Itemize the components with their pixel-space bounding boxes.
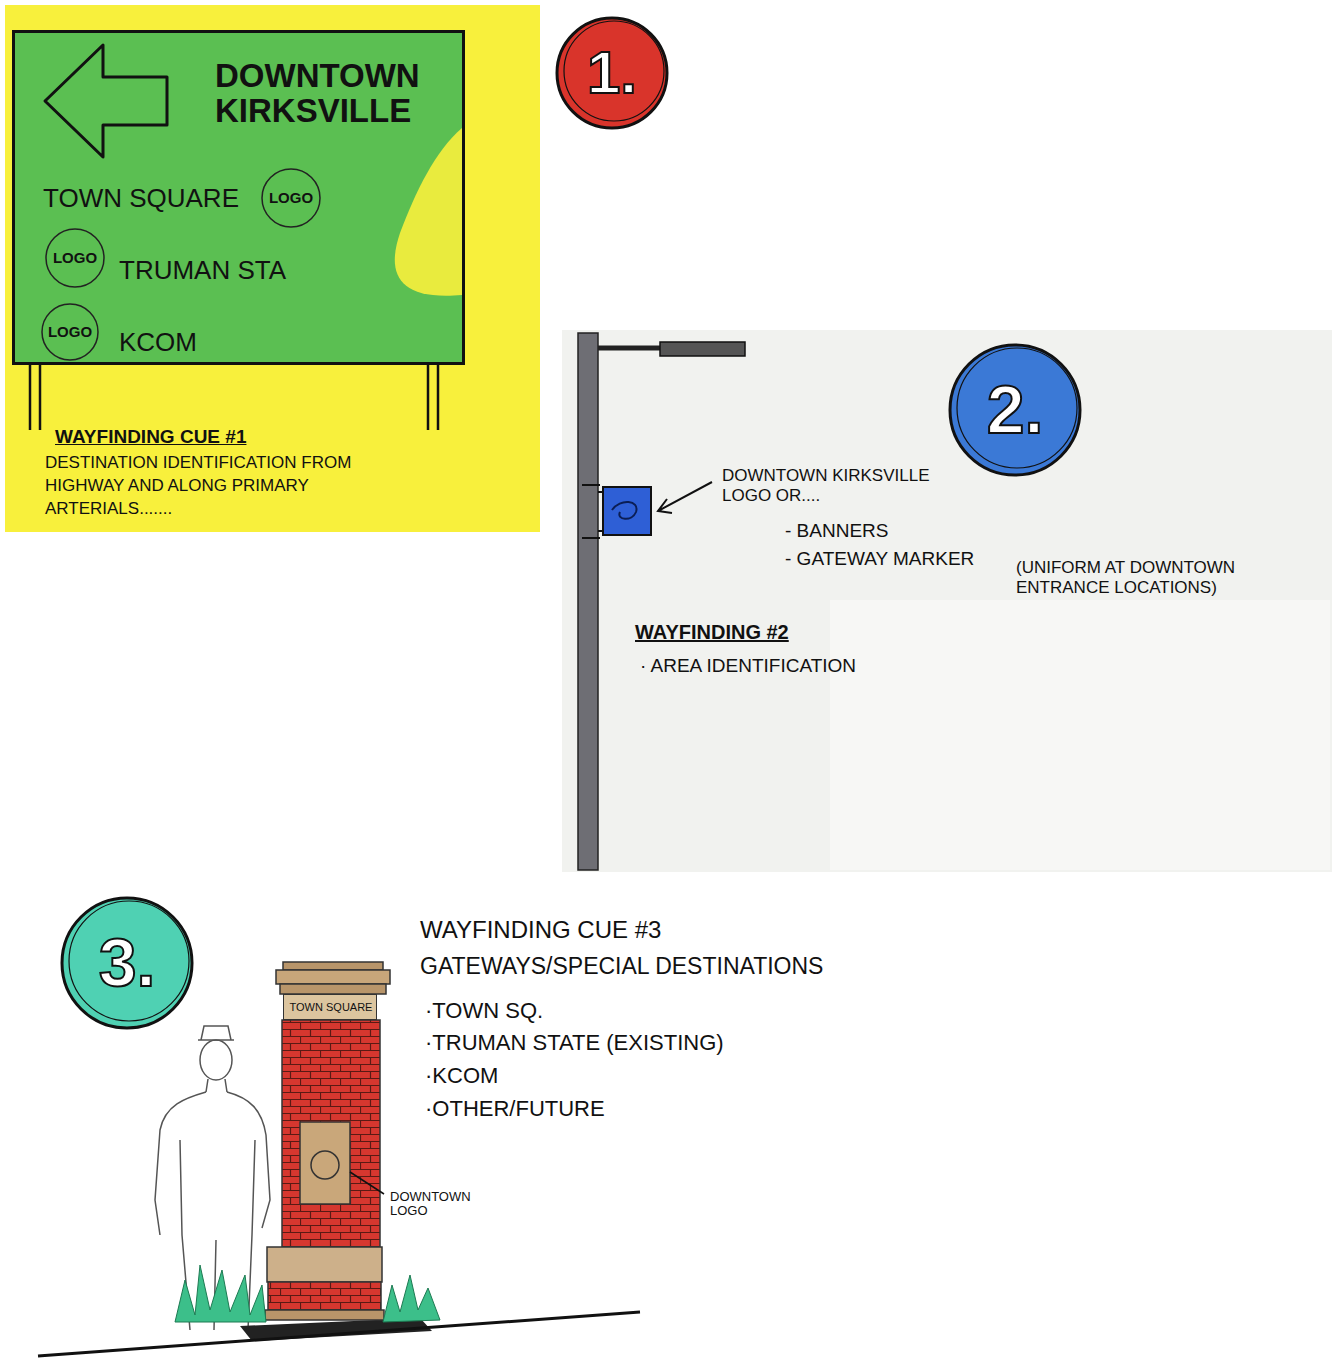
direction-arrow	[45, 45, 167, 157]
shrub	[383, 1275, 440, 1322]
callout-number: 3.	[59, 895, 195, 1031]
logo-text: LOGO	[259, 166, 323, 230]
logo-circle	[311, 1151, 339, 1179]
yellow-ground	[5, 5, 540, 532]
pillar-base	[267, 1247, 382, 1282]
pole-arm	[598, 346, 662, 351]
note-label: GATEWAYS/SPECIAL DESTINATIONS	[420, 953, 823, 981]
note-label: WAYFINDING CUE #1	[55, 426, 246, 449]
destination-sign: DOWNTOWN KIRKSVILLE TOWN SQUARE TRUMAN STA…	[12, 30, 465, 365]
logo-circle: LOGO	[259, 166, 323, 230]
leader-line	[350, 1172, 384, 1194]
pillar-top	[283, 962, 383, 970]
sign-text: TOWN SQUARE	[43, 183, 255, 214]
logo-circle: LOGO	[39, 301, 101, 363]
leader-line	[658, 482, 712, 513]
paper-patch	[830, 600, 1330, 870]
plinth	[265, 1310, 384, 1320]
note-label: ·KCOM	[425, 1063, 498, 1089]
callout-number: 2.	[947, 342, 1083, 478]
shrub	[175, 1265, 266, 1322]
note-label: ·TRUMAN STATE (EXISTING)	[425, 1030, 724, 1056]
sign-text: TRUMAN STA	[119, 255, 359, 286]
note-label: WAYFINDING CUE #3	[420, 916, 661, 945]
note-label: DOWNTOWN KIRKSVILLE LOGO OR....	[722, 466, 972, 507]
sign-text: KCOM	[119, 327, 279, 358]
light-fixture	[660, 342, 745, 356]
neck	[206, 1079, 227, 1092]
hat	[198, 1026, 234, 1040]
note-label: DESTINATION IDENTIFICATION FROM HIGHWAY …	[45, 452, 385, 521]
callout-number: 1.	[554, 15, 670, 131]
banner-logo	[612, 502, 637, 519]
note-label: ·TOWN SQ.	[425, 998, 543, 1024]
name-plaque: TOWN SQUARE	[283, 994, 377, 1020]
banner-bracket	[582, 485, 604, 538]
callout-number: 1.	[554, 15, 670, 131]
brick-shaft	[282, 1020, 380, 1247]
logo-panel	[300, 1122, 350, 1204]
note-label: WAYFINDING #2	[635, 620, 789, 644]
pillar-cap	[276, 970, 390, 984]
note-label: - GATEWAY MARKER	[785, 548, 974, 571]
sign-text: DOWNTOWN KIRKSVILLE	[215, 59, 460, 128]
grey-ground	[562, 330, 1332, 872]
logo-text: LOGO	[39, 301, 101, 363]
pillar-cap-trim	[280, 984, 386, 994]
marker-gap	[395, 128, 462, 296]
light-pole	[578, 333, 598, 870]
pillar	[265, 962, 390, 1320]
callout-number: 3.	[59, 895, 195, 1031]
sign-text: TOWN SQUARE	[284, 995, 378, 1021]
note-label: - BANNERS	[785, 520, 888, 543]
sign-posts	[30, 365, 438, 430]
banner	[603, 487, 651, 535]
callout-number: 2.	[947, 342, 1083, 478]
person-sketch	[155, 1026, 270, 1330]
note-label: DOWNTOWN LOGO	[390, 1190, 476, 1219]
note-label: ·OTHER/FUTURE	[425, 1096, 605, 1122]
head	[200, 1040, 232, 1080]
base-band	[268, 1282, 381, 1310]
logo-circle: LOGO	[43, 226, 107, 290]
note-label: · AREA IDENTIFICATION	[640, 655, 856, 678]
logo-text: LOGO	[43, 226, 107, 290]
note-label: (UNIFORM AT DOWNTOWN ENTRANCE LOCATIONS)	[1016, 558, 1316, 599]
